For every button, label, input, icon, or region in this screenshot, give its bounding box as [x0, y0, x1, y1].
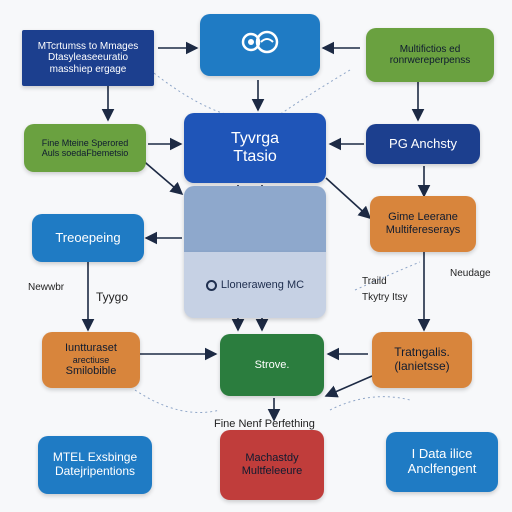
node-top-left: MTcrtumss to Mmages Dtasyleaseeuratio ma… — [22, 30, 154, 86]
label-tyygo: Tyygo — [96, 290, 129, 304]
node-right-orange2-line1: Tratngalis. — [394, 345, 450, 360]
node-left-orange-line3: Smilobible — [65, 365, 117, 378]
node-center-green-line1: Strove. — [254, 358, 290, 371]
node-bottom-left: MTEL Exsbinge Datejripentions — [38, 436, 152, 494]
node-bottom-left-line2: Datejripentions — [54, 464, 136, 478]
node-top-left-line1: MTcrtumss to Mmages — [37, 40, 139, 52]
node-top-right-line1: Multifictios ed — [399, 43, 461, 55]
label-fine-perfething: Fine Nenf Perfething — [214, 418, 315, 430]
node-left-green: Fine Mteine Sperored Auls soedaFbemetsio — [24, 124, 146, 172]
dotted-path-5 — [354, 261, 421, 291]
node-left-green-line1: Fine Mteine Sperored — [41, 137, 129, 148]
node-right-orange2: Tratngalis. (lanietsse) — [372, 332, 472, 388]
node-center-green: Strove. — [220, 334, 324, 396]
node-left-orange-line1: Iuntturaset — [65, 342, 117, 355]
node-center-top-line1: Tyvrga — [230, 129, 279, 147]
circle-dot-icon — [205, 279, 217, 291]
node-top-left-line2: Dtasyleaseeuratio — [47, 52, 129, 64]
node-left-green-line2: Auls soedaFbemetsio — [41, 148, 129, 158]
label-tkytry: Tkytry Itsy — [362, 292, 408, 303]
node-bottom-center: Machastdy Multfeleeure — [220, 430, 324, 500]
label-neudage: Neudage — [450, 268, 491, 279]
node-bottom-center-line1: Machastdy — [245, 452, 299, 465]
label-traild: Traild — [362, 276, 387, 287]
dotted-path-3 — [134, 389, 221, 413]
node-right-orange: Gime Leerane Multifereserays — [370, 196, 476, 252]
node-left-blue: Treoepeing — [32, 214, 144, 262]
node-center-mid — [184, 186, 326, 252]
node-center-top-line2: Ttasio — [233, 148, 277, 165]
node-right-navy-line1: PG Anchsty — [389, 135, 457, 151]
node-top-left-line3: masshiep ergage — [49, 63, 127, 75]
dotted-path-4 — [329, 396, 411, 411]
node-left-orange: Iuntturaset arectiuse Smilobible — [42, 332, 140, 388]
node-center-light: Lloneraweng MC — [184, 252, 326, 318]
arrow-rightorange2-diag — [324, 375, 373, 398]
node-right-orange-line1: Gime Leerane — [388, 211, 458, 224]
node-bottom-center-line2: Multfeleeure — [241, 465, 303, 477]
node-center-top: Tyvrga Ttasio — [184, 113, 326, 183]
node-bottom-right-line2: Anclfengent — [407, 461, 477, 476]
label-newwbr: Newwbr — [28, 282, 65, 293]
node-right-orange2-line2: (lanietsse) — [394, 359, 450, 373]
node-left-orange-line2: arectiuse — [72, 354, 110, 365]
node-center-light-line1: Lloneraweng MC — [220, 278, 305, 291]
node-bottom-right: I Data ilice Anclfengent — [386, 432, 498, 492]
node-top-center — [200, 14, 320, 76]
node-top-right-line2: ronrwereperpenss — [389, 55, 471, 66]
dotted-path-1 — [149, 69, 241, 119]
arrow-leftgreen-diag — [139, 157, 184, 196]
node-left-blue-line1: Treoepeing — [55, 229, 121, 245]
node-bottom-right-line1: I Data ilice — [411, 446, 473, 462]
gear-cog-icon — [237, 26, 283, 63]
node-bottom-left-line1: MTEL Exsbinge — [52, 450, 138, 465]
node-right-orange-line2: Multifereserays — [385, 224, 461, 236]
node-right-navy: PG Anchsty — [366, 124, 480, 164]
node-top-right: Multifictios ed ronrwereperpenss — [366, 28, 494, 82]
arrow-center-to-rightorange — [325, 177, 372, 220]
